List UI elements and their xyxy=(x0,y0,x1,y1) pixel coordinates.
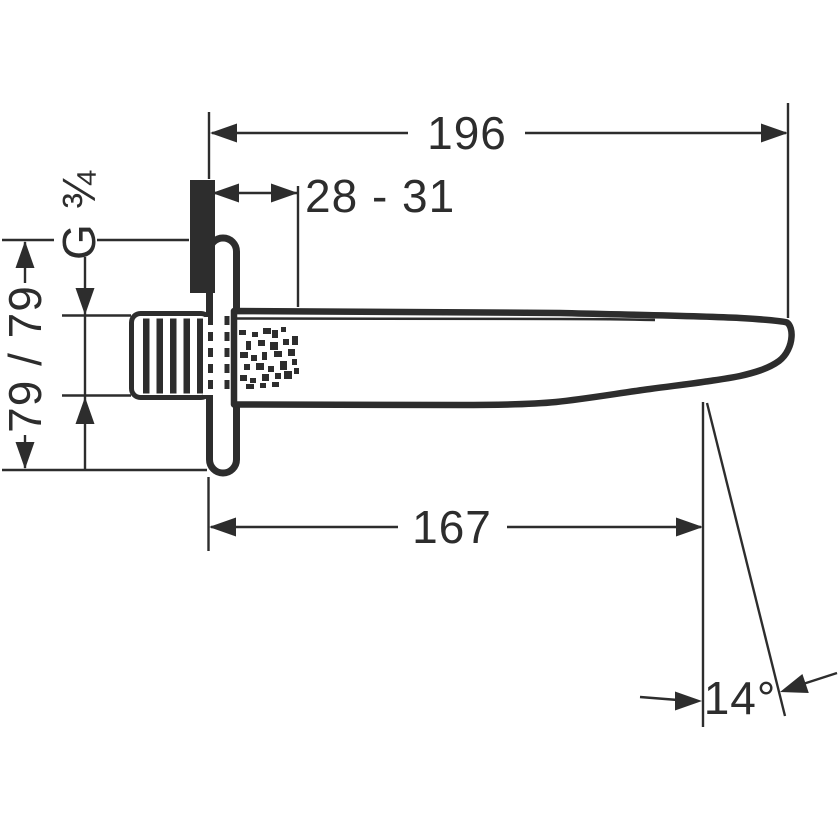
dim-wall-offset: 28 - 31 xyxy=(212,170,455,307)
dim-height: 79 / 79 xyxy=(0,238,207,472)
angle-slant-line xyxy=(705,402,787,717)
dim-thread: G ¾ xyxy=(53,170,131,470)
dim-overall-length: 196 xyxy=(207,103,790,318)
arrowhead-196-right xyxy=(761,123,788,143)
arrowhead-thread-down xyxy=(75,288,95,315)
spout-body xyxy=(230,307,795,409)
thread-ridges xyxy=(143,318,204,394)
arrowhead-28-31-right xyxy=(271,183,298,203)
arrowhead-167-left xyxy=(209,517,236,537)
dim-angle: 14° xyxy=(639,402,838,724)
dim-label-thread: G ¾ xyxy=(53,170,105,260)
arrowhead-28-31-left xyxy=(212,183,239,203)
dim-label-79-79: 79 / 79 xyxy=(0,285,51,433)
dim-label-28-31: 28 - 31 xyxy=(305,170,455,222)
dim-label-196: 196 xyxy=(427,107,507,159)
wall-mount-block xyxy=(190,180,215,293)
arrowhead-79-up xyxy=(15,241,35,268)
arrowhead-angle-left xyxy=(675,691,702,711)
arrowhead-167-right xyxy=(676,517,703,537)
dim-label-angle: 14° xyxy=(704,672,777,724)
spout-texture xyxy=(239,327,299,389)
dim-label-167: 167 xyxy=(412,501,492,553)
angle-arrow-left-tail xyxy=(639,695,679,702)
arrowhead-196-left xyxy=(210,123,237,143)
spout-assembly xyxy=(129,180,795,477)
arrowhead-79-down xyxy=(15,442,35,469)
dim-projection: 167 xyxy=(207,402,705,727)
arrowhead-thread-up xyxy=(75,397,95,424)
arrowhead-angle-right xyxy=(780,674,809,693)
angle-arrow-right-tail xyxy=(802,671,838,686)
spout-top-inner-line xyxy=(235,317,656,322)
